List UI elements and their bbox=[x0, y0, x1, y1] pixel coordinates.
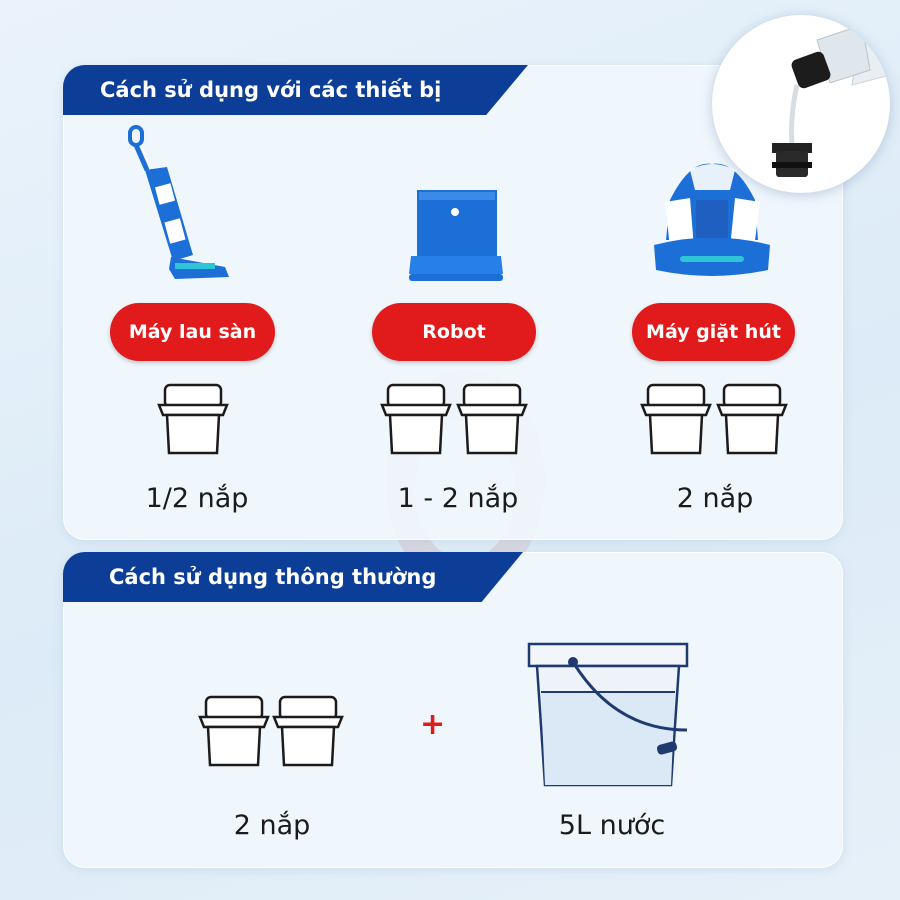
devices-panel bbox=[63, 65, 843, 540]
water-bucket-icon bbox=[527, 642, 689, 787]
cap-icon bbox=[198, 695, 270, 767]
bottle-pouring-icon bbox=[712, 15, 890, 193]
device-label-robot: Robot bbox=[372, 303, 536, 361]
amount-spot-cleaner: 2 nắp bbox=[676, 483, 754, 514]
devices-section-title: Cách sử dụng với các thiết bị bbox=[63, 65, 528, 115]
amount-floor-washer: 1/2 nắp bbox=[145, 483, 249, 514]
spot-cleaner-icon bbox=[654, 163, 770, 276]
normal-usage-section-title: Cách sử dụng thông thường bbox=[63, 552, 523, 602]
cap-icon bbox=[716, 383, 788, 455]
normal-usage-panel bbox=[63, 552, 843, 868]
cap-icon bbox=[157, 383, 229, 455]
robot-vacuum-dock-icon bbox=[409, 190, 503, 281]
cap-icon bbox=[640, 383, 712, 455]
water-amount: 5L nước bbox=[558, 810, 666, 841]
device-label-spot-cleaner: Máy giặt hút bbox=[632, 303, 795, 361]
device-label-floor-washer: Máy lau sàn bbox=[110, 303, 275, 361]
cap-icon bbox=[272, 695, 344, 767]
cap-icon bbox=[456, 383, 528, 455]
amount-robot: 1 - 2 nắp bbox=[397, 483, 519, 514]
floor-washer-icon bbox=[128, 125, 229, 279]
normal-caps-amount: 2 nắp bbox=[233, 810, 311, 841]
plus-sign: + bbox=[420, 707, 446, 742]
cap-icon bbox=[380, 383, 452, 455]
